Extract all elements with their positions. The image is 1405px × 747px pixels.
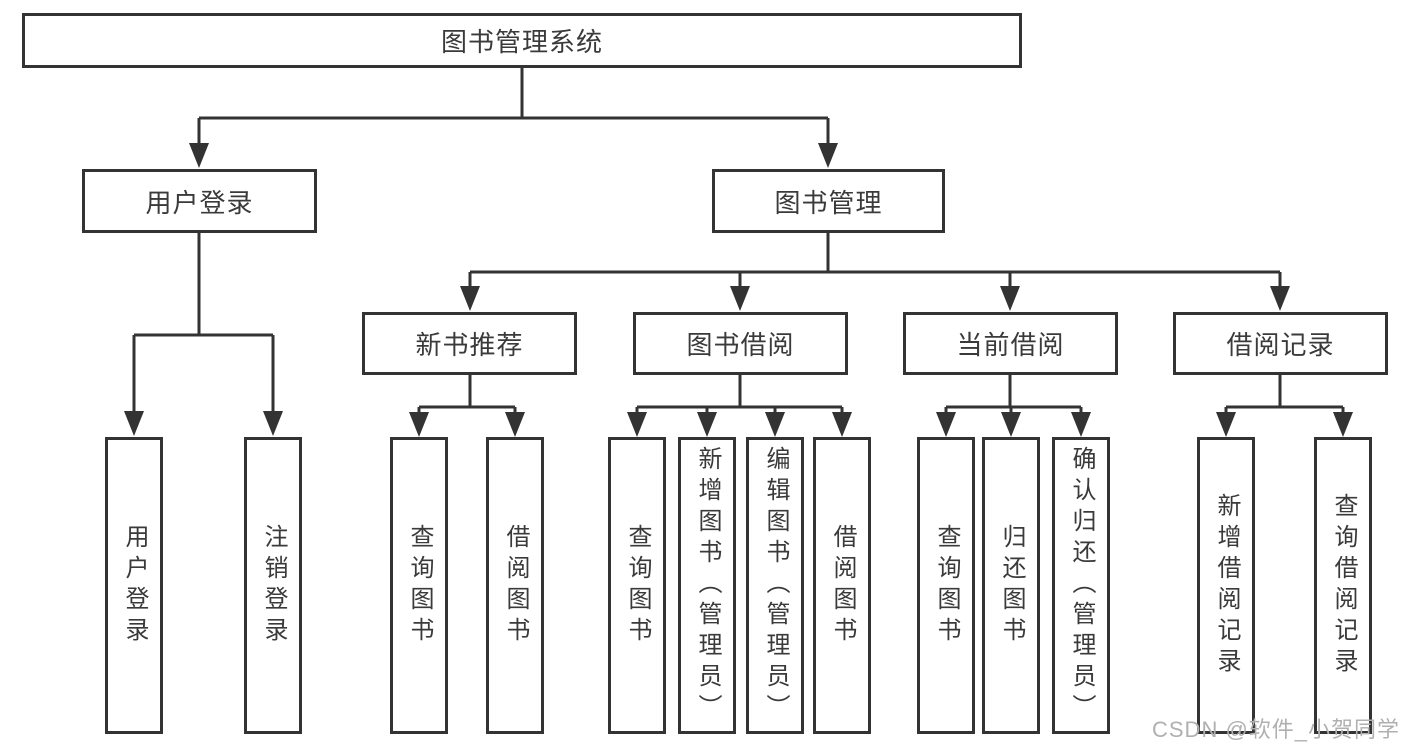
leaf-label: 查询图书 bbox=[933, 523, 960, 648]
leaf-confirm-return-admin: 确认归还（管理员） bbox=[1052, 437, 1110, 734]
node-label: 借阅记录 bbox=[1226, 330, 1335, 360]
leaf-borrow-books-1: 借阅图书 bbox=[486, 437, 544, 734]
leaf-label: 新增图书（管理员） bbox=[694, 446, 721, 725]
leaf-query-books-1: 查询图书 bbox=[390, 437, 448, 734]
leaf-label: 归还图书 bbox=[998, 523, 1025, 648]
node-label: 图书借阅 bbox=[686, 330, 795, 360]
node-label: 当前借阅 bbox=[956, 330, 1065, 360]
leaf-return-books: 归还图书 bbox=[982, 437, 1040, 734]
node-root-label: 图书管理系统 bbox=[440, 27, 603, 57]
leaf-label: 注销登录 bbox=[260, 523, 287, 648]
leaf-label: 查询图书 bbox=[624, 523, 651, 648]
leaf-label: 确认归还（管理员） bbox=[1068, 446, 1095, 725]
watermark: CSDN @软件_小贺同学 bbox=[1152, 717, 1401, 742]
node-user-login-branch: 用户登录 bbox=[82, 169, 317, 233]
node-label: 图书管理 bbox=[774, 187, 883, 218]
node-book-borrowing: 图书借阅 bbox=[633, 312, 848, 375]
leaf-label: 查询图书 bbox=[406, 523, 433, 648]
node-borrowing-records: 借阅记录 bbox=[1173, 312, 1388, 375]
leaf-query-books-2: 查询图书 bbox=[608, 437, 666, 734]
leaf-query-books-3: 查询图书 bbox=[917, 437, 975, 734]
leaf-user-login: 用户登录 bbox=[105, 437, 163, 734]
arrowhead-icons bbox=[124, 143, 1353, 437]
leaf-borrow-books-2: 借阅图书 bbox=[813, 437, 871, 734]
node-current-borrowing: 当前借阅 bbox=[903, 312, 1118, 375]
leaf-edit-book-admin: 编辑图书（管理员） bbox=[746, 437, 804, 734]
node-new-book-recommendation: 新书推荐 bbox=[362, 312, 577, 375]
node-root: 图书管理系统 bbox=[22, 13, 1022, 68]
node-book-management: 图书管理 bbox=[712, 169, 945, 233]
node-label: 用户登录 bbox=[145, 187, 254, 218]
leaf-logout: 注销登录 bbox=[244, 437, 302, 734]
leaf-label: 用户登录 bbox=[121, 523, 148, 648]
leaf-add-borrow-record: 新增借阅记录 bbox=[1197, 437, 1255, 734]
leaf-label: 借阅图书 bbox=[502, 523, 529, 648]
leaf-label: 查询借阅记录 bbox=[1330, 492, 1357, 679]
leaf-label: 新增借阅记录 bbox=[1213, 492, 1240, 679]
leaf-add-book-admin: 新增图书（管理员） bbox=[678, 437, 736, 734]
leaf-label: 编辑图书（管理员） bbox=[762, 446, 789, 725]
leaf-query-borrow-record: 查询借阅记录 bbox=[1314, 437, 1372, 734]
leaf-label: 借阅图书 bbox=[829, 523, 856, 648]
node-label: 新书推荐 bbox=[415, 330, 524, 360]
